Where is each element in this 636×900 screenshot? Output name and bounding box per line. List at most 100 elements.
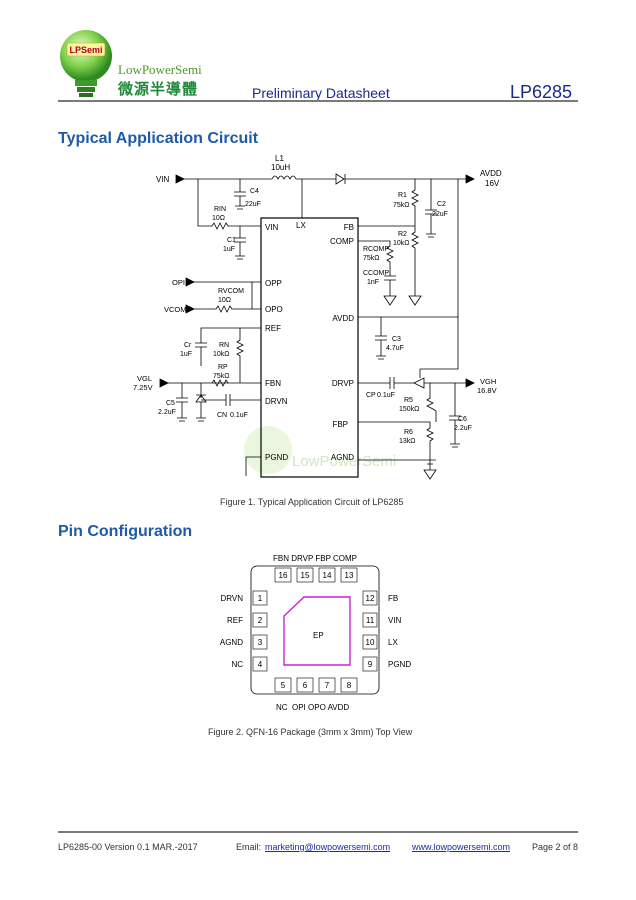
pin-2 (252, 612, 268, 628)
footer-web-link[interactable]: www.lowpowersemi.com (412, 842, 511, 852)
opi-terminal-icon (185, 277, 195, 287)
package-body (250, 565, 380, 695)
svg-text:10uH: 10uH (271, 163, 290, 172)
chip-pin-fbp: FBP (332, 420, 348, 429)
section-title-pin-config: Pin Configuration (58, 523, 193, 540)
vin-terminal-icon (175, 174, 185, 184)
svg-text:C4: C4 (250, 188, 259, 195)
svg-text:LowPowerSemi: LowPowerSemi (292, 453, 396, 470)
svg-text:0.1uF: 0.1uF (230, 412, 248, 419)
svg-text:R5: R5 (404, 397, 413, 404)
svg-text:10: 10 (366, 638, 375, 647)
watermark: LowPowerSemi (244, 426, 396, 474)
svg-text:DRVN: DRVN (220, 594, 243, 603)
chip-pin-pgnd: PGND (265, 453, 288, 462)
svg-text:2.2uF: 2.2uF (158, 409, 176, 416)
footer-page-number: Page 2 of 8 (532, 842, 579, 852)
svg-text:VGH: VGH (480, 377, 496, 386)
footer-email-label: Email: (236, 842, 262, 852)
chip-pin-fb: FB (344, 223, 354, 232)
svg-text:PGND: PGND (388, 660, 411, 669)
inductor-l1 (271, 175, 297, 180)
svg-text:75kΩ: 75kΩ (363, 255, 380, 262)
header-part-number: LP6285 (510, 82, 573, 102)
logo-text-en: LowPowerSemi (118, 62, 202, 77)
bottom-pin-labels: NC OPI OPO AVDD (276, 703, 349, 712)
pin-9 (362, 656, 378, 672)
top-pin-labels: FBN DRVP FBP COMP (273, 554, 357, 563)
svg-text:11: 11 (366, 616, 375, 625)
figure2-caption: Figure 2. QFN-16 Package (3mm x 3mm) Top… (208, 727, 413, 737)
vgh-terminal-icon (465, 378, 475, 388)
pin-4 (252, 656, 268, 672)
svg-text:1nF: 1nF (367, 279, 379, 286)
footer-email-link[interactable]: marketing@lowpowersemi.com (265, 842, 391, 852)
svg-text:4.7uF: 4.7uF (386, 345, 404, 352)
chip-pin-avdd: AVDD (332, 314, 354, 323)
svg-text:10Ω: 10Ω (212, 215, 225, 222)
svg-text:LX: LX (388, 638, 398, 647)
svg-text:R6: R6 (404, 429, 413, 436)
pin-15 (296, 567, 314, 583)
svg-text:1uF: 1uF (223, 246, 235, 253)
svg-text:2: 2 (258, 616, 263, 625)
svg-text:7: 7 (325, 681, 330, 690)
svg-text:RVCOM: RVCOM (218, 288, 244, 295)
svg-text:R1: R1 (398, 192, 407, 199)
svg-text:CN: CN (217, 412, 227, 419)
avdd-terminal-icon (465, 174, 475, 184)
svg-text:CCOMP: CCOMP (363, 270, 389, 277)
svg-text:C5: C5 (166, 400, 175, 407)
svg-text:6: 6 (303, 681, 308, 690)
footer-divider (58, 831, 578, 833)
svg-text:AVDD: AVDD (480, 169, 502, 178)
svg-text:VCOM: VCOM (164, 305, 187, 314)
pin-5 (274, 677, 292, 693)
svg-text:9: 9 (368, 660, 373, 669)
chip-pin-drvp: DRVP (332, 379, 354, 388)
svg-text:10kΩ: 10kΩ (393, 240, 410, 247)
chip-pin-comp: COMP (330, 237, 354, 246)
svg-text:VIN: VIN (388, 616, 402, 625)
svg-text:5: 5 (281, 681, 286, 690)
svg-text:16.8V: 16.8V (477, 386, 497, 395)
svg-text:Cr: Cr (184, 342, 192, 349)
svg-text:16V: 16V (485, 179, 500, 188)
header-title: Preliminary Datasheet (252, 85, 390, 101)
footer-doc-version: LP6285-00 Version 0.1 MAR.-2017 (58, 842, 198, 852)
svg-text:1: 1 (258, 594, 263, 603)
svg-text:C3: C3 (392, 336, 401, 343)
svg-text:3: 3 (258, 638, 263, 647)
svg-text:10Ω: 10Ω (218, 297, 231, 304)
svg-text:0.1uF: 0.1uF (377, 392, 395, 399)
figure1-caption: Figure 1. Typical Application Circuit of… (220, 497, 404, 507)
svg-text:13kΩ: 13kΩ (399, 438, 416, 445)
svg-text:13: 13 (345, 571, 354, 580)
svg-text:RN: RN (219, 342, 229, 349)
pin-16 (274, 567, 292, 583)
svg-text:VGL: VGL (137, 374, 152, 383)
chip-pin-opo: OPO (265, 305, 283, 314)
pin-1 (252, 590, 268, 606)
svg-text:NC: NC (231, 660, 243, 669)
pin-10 (362, 634, 378, 650)
svg-text:AGND: AGND (220, 638, 243, 647)
svg-text:1uF: 1uF (180, 351, 192, 358)
svg-text:10kΩ: 10kΩ (213, 351, 230, 358)
svg-text:75kΩ: 75kΩ (213, 373, 230, 380)
svg-text:R2: R2 (398, 231, 407, 238)
svg-text:14: 14 (323, 571, 332, 580)
header-divider (58, 100, 578, 102)
logo-bulb-icon: LPSemi (60, 30, 112, 97)
pin-13 (340, 567, 358, 583)
svg-text:RIN: RIN (214, 206, 226, 213)
svg-text:15: 15 (301, 571, 310, 580)
svg-text:RCOMP: RCOMP (363, 246, 389, 253)
chip-pin-ref: REF (265, 324, 281, 333)
svg-text:7.25V: 7.25V (133, 383, 153, 392)
chip-body (260, 217, 359, 478)
exposed-pad (283, 596, 351, 666)
section-title-app-circuit: Typical Application Circuit (58, 130, 259, 147)
svg-text:8: 8 (347, 681, 352, 690)
